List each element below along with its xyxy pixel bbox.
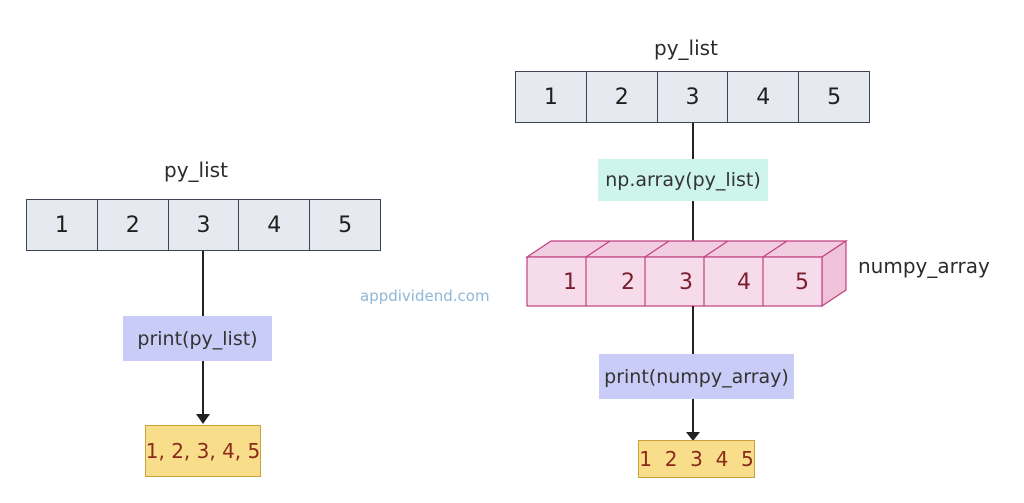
list-cell: 4 [239,200,311,250]
list-cell: 1 [516,72,587,122]
list-cell: 1 [27,200,98,250]
left-connector-top [202,251,204,316]
array-cell: 2 [621,270,635,295]
right-py-list: 1 2 3 4 5 [515,71,870,123]
list-cell: 2 [98,200,169,250]
array-cell: 1 [563,270,577,295]
right-print-box: print(numpy_array) [599,354,794,399]
np-array-box: np.array(py_list) [598,159,768,201]
watermark: appdividend.com [360,287,490,305]
list-cell: 3 [658,72,729,122]
numpy-array-3d: 1 2 3 4 5 [525,239,848,308]
left-list-label: py_list [164,158,228,182]
left-arrow-head [196,414,210,424]
array-cell: 3 [679,270,693,295]
right-arrow-head [686,432,700,441]
list-cell: 4 [728,72,800,122]
array-cell: 4 [737,270,751,295]
right-output-box: 1 2 3 4 5 [638,440,755,478]
left-print-box: print(py_list) [123,316,272,361]
right-connector-3 [692,306,694,354]
right-connector-1 [692,123,694,159]
right-connector-2 [692,201,694,244]
list-cell: 3 [169,200,240,250]
list-cell: 5 [338,212,353,238]
right-connector-4 [692,399,694,437]
list-cell: 5 [827,84,842,110]
list-cell: 2 [587,72,658,122]
left-connector-bottom [202,361,204,417]
left-output-box: 1, 2, 3, 4, 5 [145,425,261,477]
right-list-label: py_list [654,36,718,60]
numpy-array-label: numpy_array [858,254,990,278]
array-cell: 5 [795,270,809,295]
left-py-list: 1 2 3 4 5 [26,199,381,251]
